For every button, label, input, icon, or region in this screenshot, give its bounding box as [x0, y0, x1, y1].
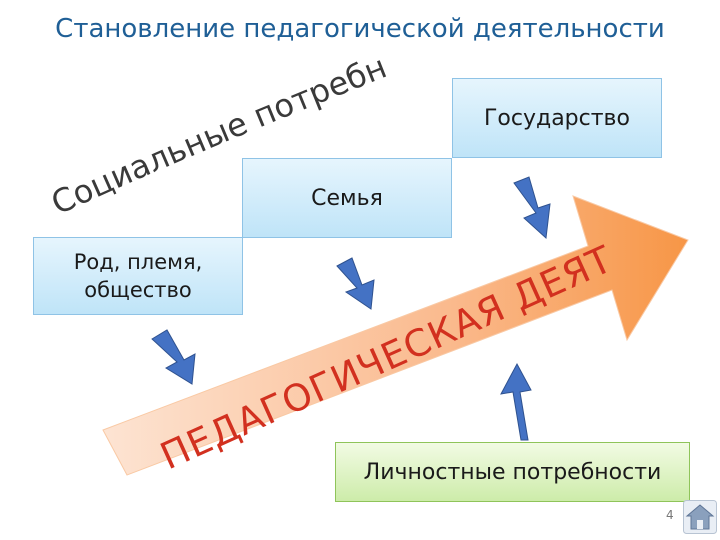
page-number: 4: [666, 508, 674, 522]
box-rod-plemya-obshchestvo: Род, племя, общество: [33, 237, 243, 315]
box-semya-label: Семья: [311, 185, 383, 211]
box-lichnostnye-potrebnosti: Личностные потребности: [335, 442, 690, 502]
page-title: Становление педагогической деятельности: [55, 14, 665, 44]
arrow-rod-to-activity: [151, 329, 196, 385]
box-gosudarstvo-label: Государство: [484, 105, 630, 131]
big-arrow: [102, 195, 689, 476]
arrow-gosudarstvo-to-activity: [513, 176, 551, 240]
box-rod-label: Род, племя, общество: [73, 249, 203, 302]
home-icon[interactable]: [683, 500, 717, 534]
box-gosudarstvo: Государство: [452, 78, 662, 158]
arrow-semya-to-activity: [336, 257, 375, 310]
box-lichnostnye-label: Личностные потребности: [363, 459, 662, 485]
box-semya: Семья: [242, 158, 452, 238]
arrow-lichnostnye-to-activity: [500, 362, 532, 441]
